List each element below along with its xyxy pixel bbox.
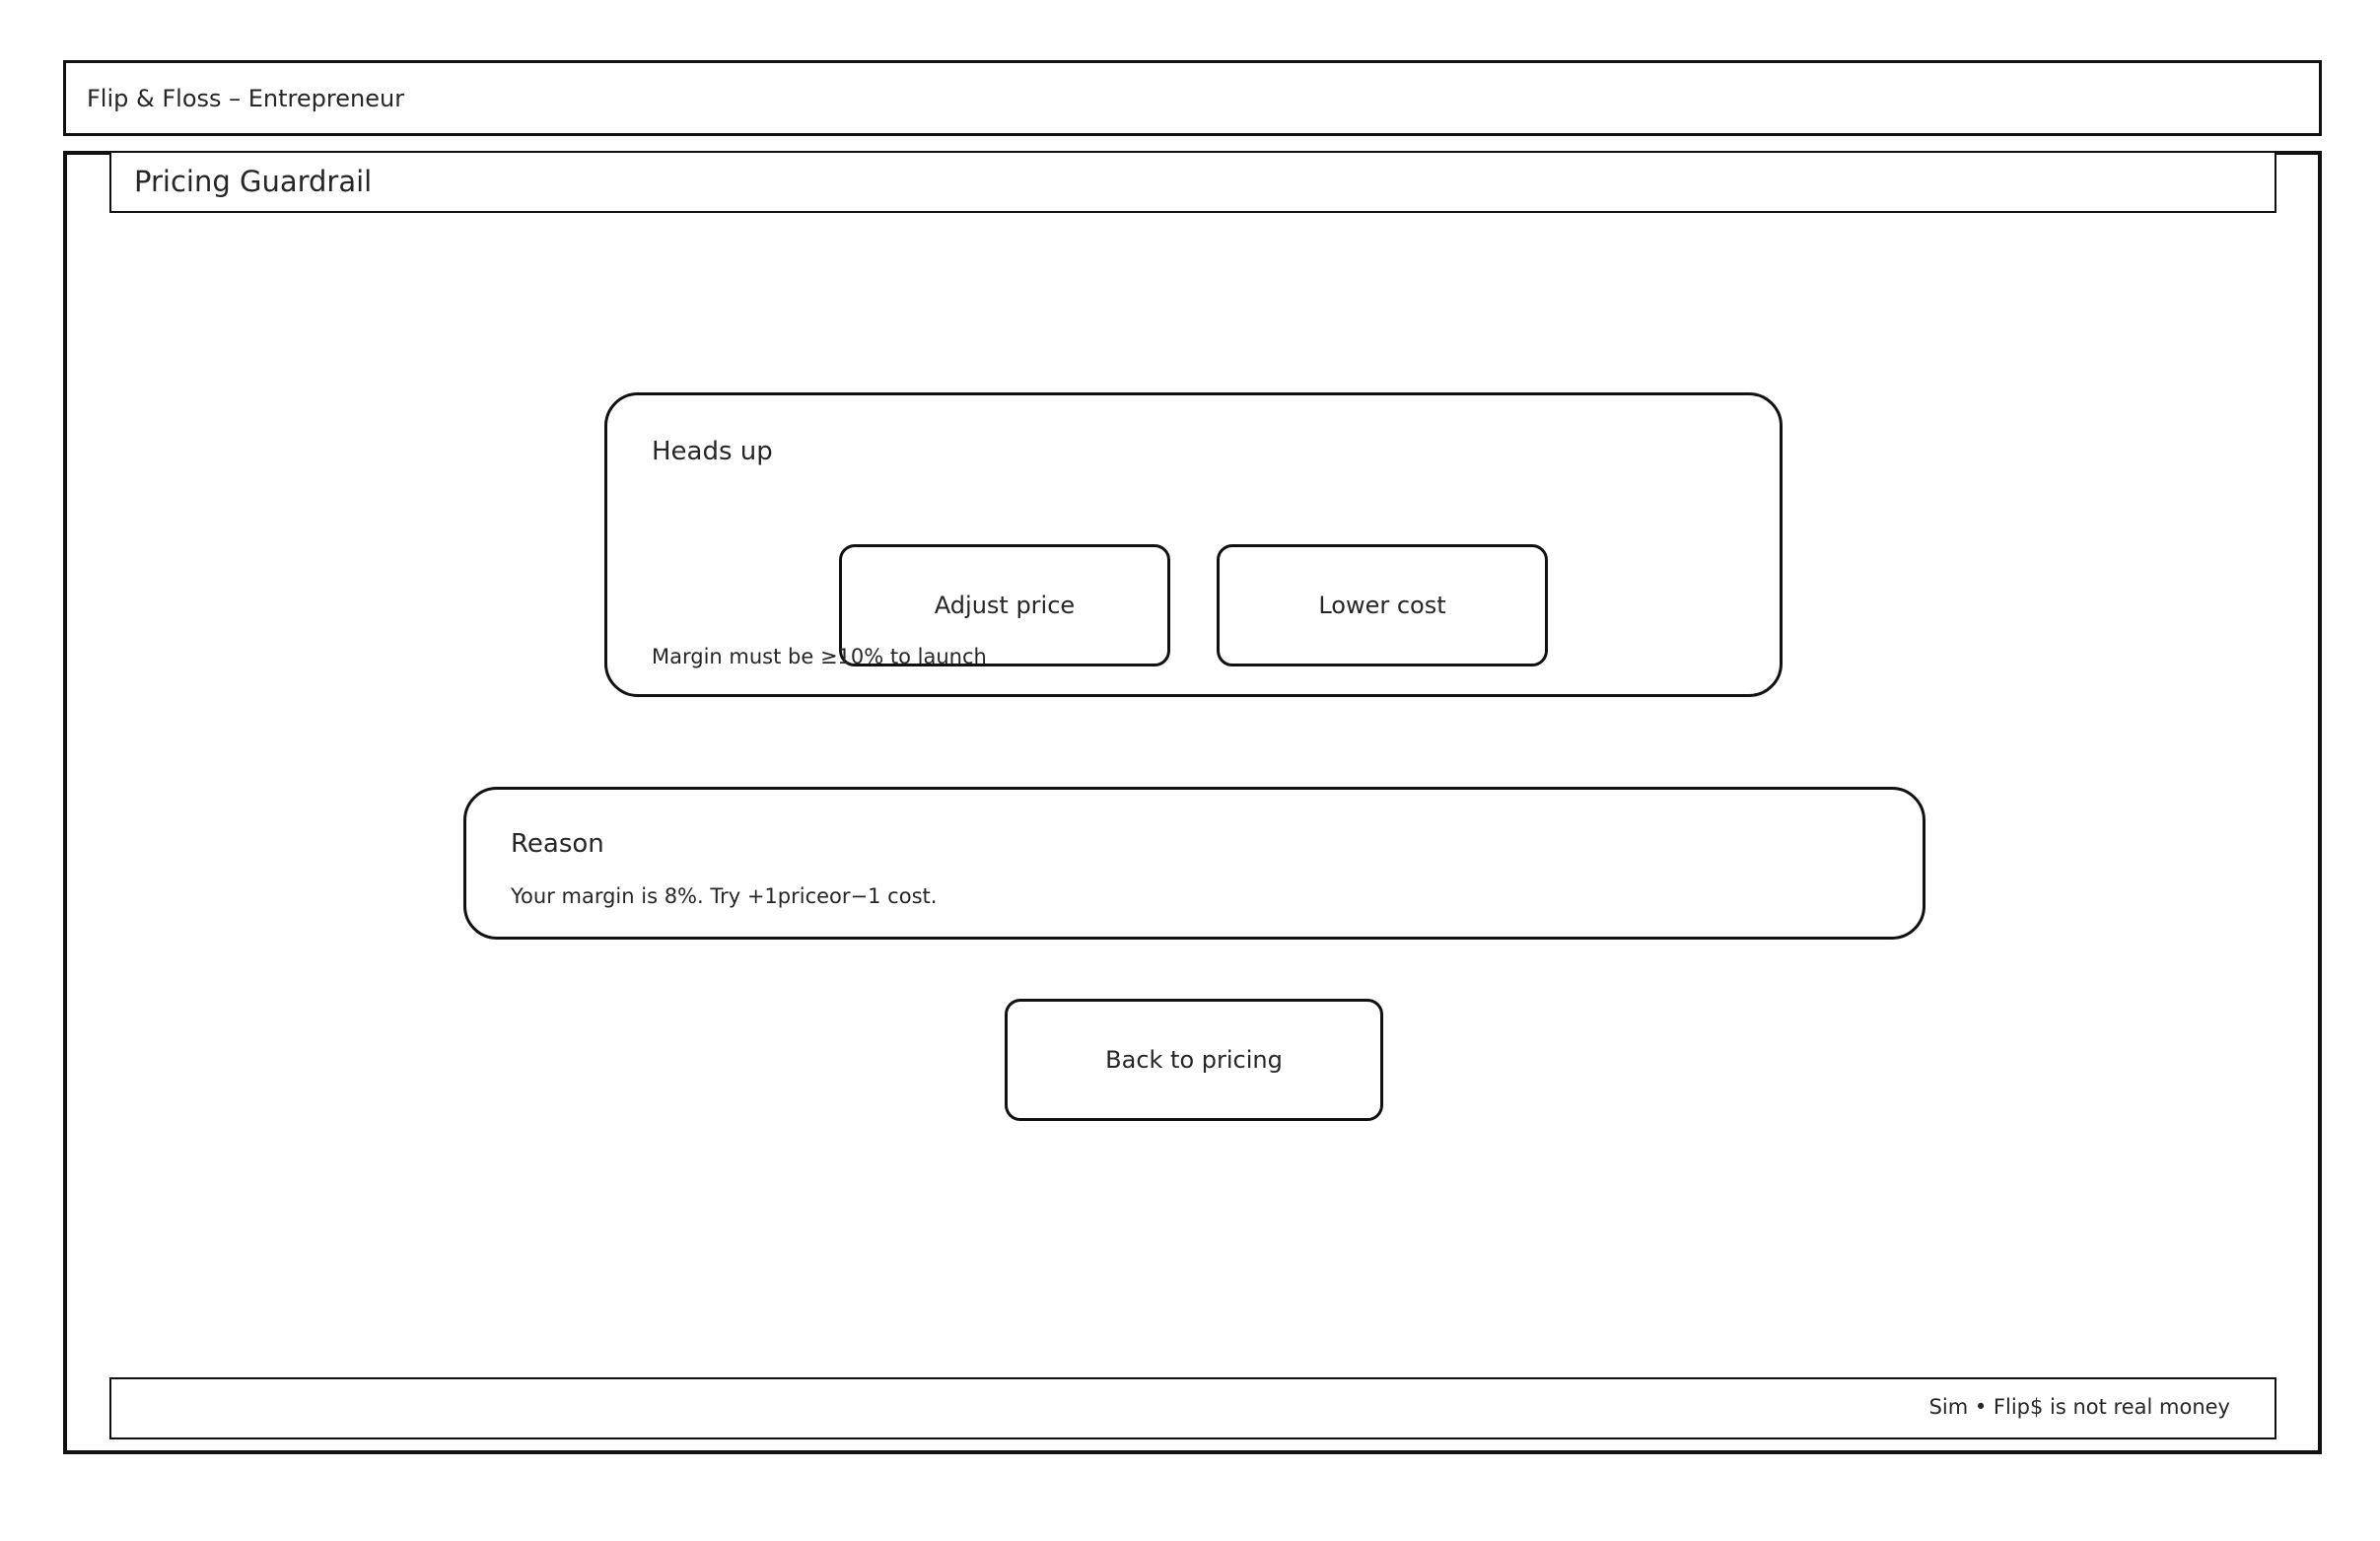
back-to-pricing-button[interactable]: Back to pricing	[1005, 999, 1383, 1121]
adjust-price-button[interactable]: Adjust price	[839, 544, 1170, 666]
reason-card	[463, 787, 1925, 940]
alert-card	[604, 392, 1783, 697]
alert-message: Margin must be ≥10% to launch	[652, 645, 987, 668]
alert-title: Heads up	[652, 437, 773, 466]
screen-header	[109, 151, 2276, 213]
reason-body: Your margin is 8%. Try +1pricеor−1 cost.	[511, 884, 938, 908]
footer-bar	[109, 1377, 2276, 1439]
lower-cost-button[interactable]: Lower cost	[1217, 544, 1548, 666]
footer-note: Sim • Flip$ is not real money	[1928, 1395, 2230, 1419]
app-title-bar	[63, 60, 2322, 136]
screen-title: Pricing Guardrail	[134, 165, 373, 198]
reason-title: Reason	[511, 829, 604, 859]
app-title: Flip & Floss – Entrepreneur	[87, 85, 405, 112]
